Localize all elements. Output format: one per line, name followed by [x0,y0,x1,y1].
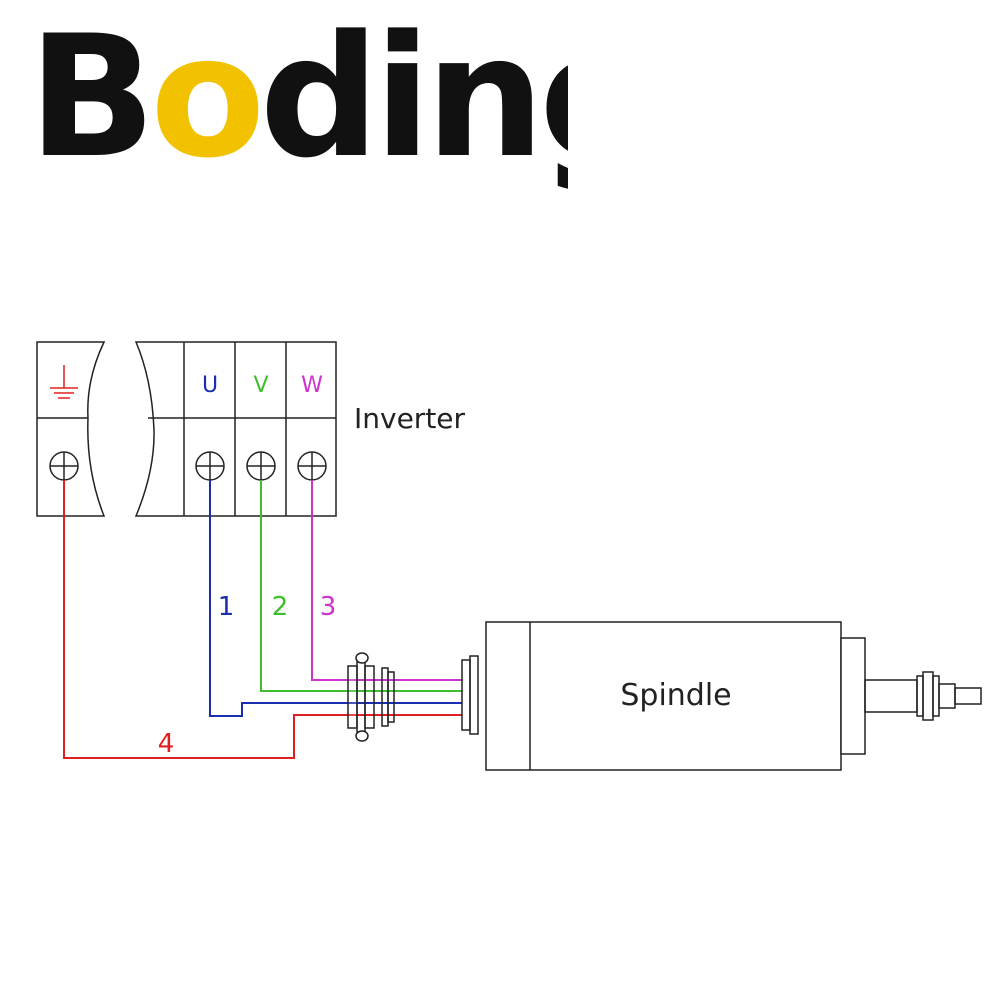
terminal-w-screw-icon [297,451,327,481]
wire-1-blue [209,480,462,717]
terminal-label-w: W [301,373,323,398]
wire-number-3: 3 [320,592,337,622]
earth-ground-icon [50,365,78,399]
logo-letters-ding: ding [259,20,568,195]
logo-letter-b: B [28,20,150,195]
svg-text:Boding: Boding [28,20,568,195]
ground-terminal-block [36,341,106,517]
wire-number-2: 2 [272,592,289,622]
inverter-label: Inverter [354,402,466,435]
inverter-terminal-block [134,341,337,517]
connector-icon [347,652,479,742]
logo-letter-o: o [150,20,259,195]
terminal-u-screw-icon [195,451,225,481]
wire-number-1: 1 [218,592,235,622]
wire-3-magenta [311,480,462,681]
terminal-label-u: U [202,373,218,398]
boding-logo: Boding [28,20,568,195]
terminal-v-screw-icon [246,451,276,481]
wire-2-green [260,480,462,692]
spindle-motor [485,621,982,771]
ground-screw-icon [49,451,79,481]
wire-number-4: 4 [158,729,175,759]
terminal-label-v: V [253,373,268,398]
wire-4-red [63,480,462,759]
spindle-label: Spindle [620,678,731,713]
